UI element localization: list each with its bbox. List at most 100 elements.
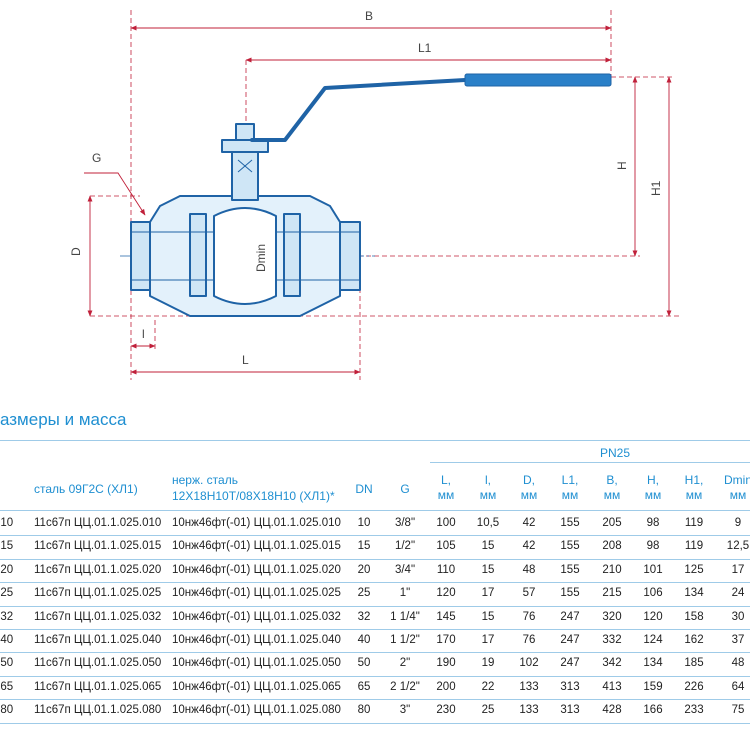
header-L-unit: мм (437, 488, 455, 502)
cell-l-big: 170 (436, 634, 456, 646)
label-H1: H1 (649, 180, 663, 196)
valve-technical-drawing: B L1 G H H1 D Dmin l L (69, 9, 680, 380)
cell-b: 428 (602, 704, 622, 717)
cell-d: 42 (522, 540, 536, 553)
header-D-text: D, (523, 473, 535, 487)
cell-g: 3/4" (394, 563, 416, 576)
header-Dmin-text: Dmin (723, 473, 750, 487)
cell-steel-model: 11с67п ЦЦ.01.1.025.050 (34, 657, 162, 670)
cell-g: 3/8" (394, 517, 416, 529)
cell-steel-model: 11с67п ЦЦ.01.1.025.080 (34, 704, 162, 717)
cell-dn: 32 (357, 610, 371, 623)
header-D: D,мм (515, 473, 543, 503)
cell-h: 98 (646, 540, 660, 553)
cell-g: 1/2" (394, 540, 416, 553)
header-B-text: B, (606, 473, 618, 487)
cell-g: 1 1/4" (390, 610, 420, 623)
label-Dmin: Dmin (254, 244, 268, 272)
cell-dmin: 64 (731, 680, 745, 693)
cell-steel-model: 11с67п ЦЦ.01.1.025.025 (34, 587, 162, 600)
cell-d: 57 (522, 587, 536, 600)
table-top-rule (0, 440, 750, 441)
cell-l1: 155 (560, 563, 580, 576)
header-steel: сталь 09Г2С (ХЛ1) (34, 482, 138, 496)
cell-l-small: 15 (481, 540, 495, 553)
cell-dn: 20 (357, 563, 371, 576)
header-Dmin-unit: мм (729, 488, 747, 502)
cell-dmin: 12,5 (726, 540, 750, 553)
row-rule (0, 722, 750, 724)
header-dn: DN (355, 482, 373, 496)
label-L1: L1 (418, 41, 432, 55)
cell-steel-model: 11с67п ЦЦ.01.1.025.065 (34, 680, 162, 693)
label-l: l (142, 327, 145, 341)
row-rule (0, 652, 750, 654)
cell-h1: 233 (684, 704, 704, 717)
header-L-text: L, (440, 473, 451, 487)
cell-b: 210 (602, 563, 622, 576)
label-L: L (242, 353, 249, 367)
label-D: D (69, 247, 83, 256)
header-stainless-line2: 12Х18Н10Т/08Х18Н10 (ХЛ1)* (172, 489, 335, 503)
cell-h1: 185 (684, 657, 704, 670)
cell-h: 106 (643, 587, 663, 600)
cell-l-small: 15 (481, 610, 495, 623)
cell-stainless-model: 10нж46фт(-01) ЦЦ.01.1.025.040 (172, 634, 341, 646)
cell-b: 413 (602, 680, 622, 693)
cell-l1: 155 (560, 587, 580, 600)
cell-b: 332 (602, 634, 622, 646)
cell-row-code: 032 (0, 610, 14, 623)
cell-dmin: 48 (731, 657, 745, 670)
cell-dmin: 30 (731, 610, 745, 623)
header-H-unit: мм (644, 488, 662, 502)
cell-row-code: 015 (0, 540, 14, 553)
cell-l1: 247 (560, 634, 580, 646)
cell-dmin: 24 (731, 587, 745, 600)
label-B: B (365, 9, 373, 23)
cell-l-big: 105 (436, 540, 456, 553)
header-L1-unit: мм (561, 488, 579, 502)
row-rule (0, 699, 750, 701)
cell-b: 208 (602, 540, 622, 553)
cell-b: 215 (602, 587, 622, 600)
cell-steel-model: 11с67п ЦЦ.01.1.025.032 (34, 610, 162, 623)
cell-l-small: 15 (481, 563, 495, 576)
cell-b: 342 (602, 657, 622, 670)
cell-row-code: 040 (0, 634, 14, 646)
cell-l1: 247 (560, 610, 580, 623)
cell-l-big: 110 (436, 563, 456, 576)
cell-row-code: 080 (0, 704, 14, 717)
row-rule (0, 582, 750, 584)
pn-rule (430, 462, 750, 463)
cell-l-small: 17 (481, 634, 495, 646)
cell-l-big: 200 (436, 680, 456, 693)
header-B: B,мм (598, 473, 626, 503)
row-rule (0, 629, 750, 630)
cell-h1: 125 (684, 563, 704, 576)
cell-stainless-model: 10нж46фт(-01) ЦЦ.01.1.025.032 (172, 610, 341, 623)
cell-g: 2" (399, 657, 411, 670)
cell-l-big: 190 (436, 657, 456, 670)
cell-stainless-model: 10нж46фт(-01) ЦЦ.01.1.025.065 (172, 680, 341, 693)
cell-row-code: 065 (0, 680, 14, 693)
cell-l-big: 145 (436, 610, 456, 623)
cell-dmin: 9 (734, 517, 742, 529)
cell-row-code: 050 (0, 657, 14, 670)
cell-l-small: 17 (481, 587, 495, 600)
header-g: G (400, 482, 410, 496)
cell-dmin: 75 (731, 704, 745, 717)
cell-h: 166 (643, 704, 663, 717)
cell-stainless-model: 10нж46фт(-01) ЦЦ.01.1.025.050 (172, 657, 341, 670)
cell-dn: 80 (357, 704, 371, 717)
cell-l1: 155 (560, 540, 580, 553)
header-bottom-rule (0, 510, 750, 511)
header-L1-text: L1, (561, 473, 579, 487)
header-H1-unit: мм (685, 488, 703, 502)
cell-dn: 40 (357, 634, 371, 646)
cell-d: 48 (522, 563, 536, 576)
cell-l-big: 120 (436, 587, 456, 600)
cell-l1: 247 (560, 657, 580, 670)
label-G: G (92, 151, 101, 165)
header-B-unit: мм (603, 488, 621, 502)
header-stainless-line1: нерж. сталь (172, 473, 238, 487)
